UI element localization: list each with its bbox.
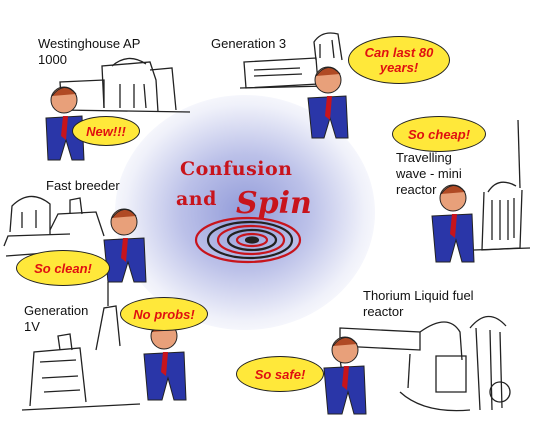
bubble-new: New!!! (72, 116, 140, 146)
man-figure-5 (143, 322, 187, 401)
fast-breeder-plant-sketch (3, 195, 105, 257)
man-figure-6 (323, 336, 367, 415)
generation4-label: Generation 1V (24, 303, 89, 334)
man-figure-2 (307, 66, 349, 139)
title-spin: Spin (236, 186, 312, 221)
man-figure-4 (103, 208, 147, 283)
title-confusion: Confusion (180, 158, 293, 180)
bubble-so-cheap: So cheap! (392, 116, 486, 152)
fast-breeder-label: Fast breeder (46, 178, 120, 193)
generation3-label: Generation 3 (211, 36, 287, 51)
bubble-last-80-years: Can last 80 years! (348, 36, 450, 84)
bubble-so-safe: So safe! (236, 356, 324, 392)
man-figure-3 (431, 184, 475, 263)
center-glow (115, 95, 375, 330)
thorium-label: Thorium Liquid fuel reactor (363, 288, 474, 319)
westinghouse-label: Westinghouse AP 1000 (38, 36, 141, 67)
travelling-wave-label: Travelling wave - mini reactor (396, 150, 462, 197)
generation4-plant-sketch (21, 282, 141, 411)
travelling-wave-reactor-sketch (473, 119, 531, 251)
bubble-no-probs: No probs! (120, 297, 208, 331)
spiral-icon (194, 216, 302, 264)
title-and: and (176, 188, 217, 210)
bubble-so-clean: So clean! (16, 250, 110, 286)
